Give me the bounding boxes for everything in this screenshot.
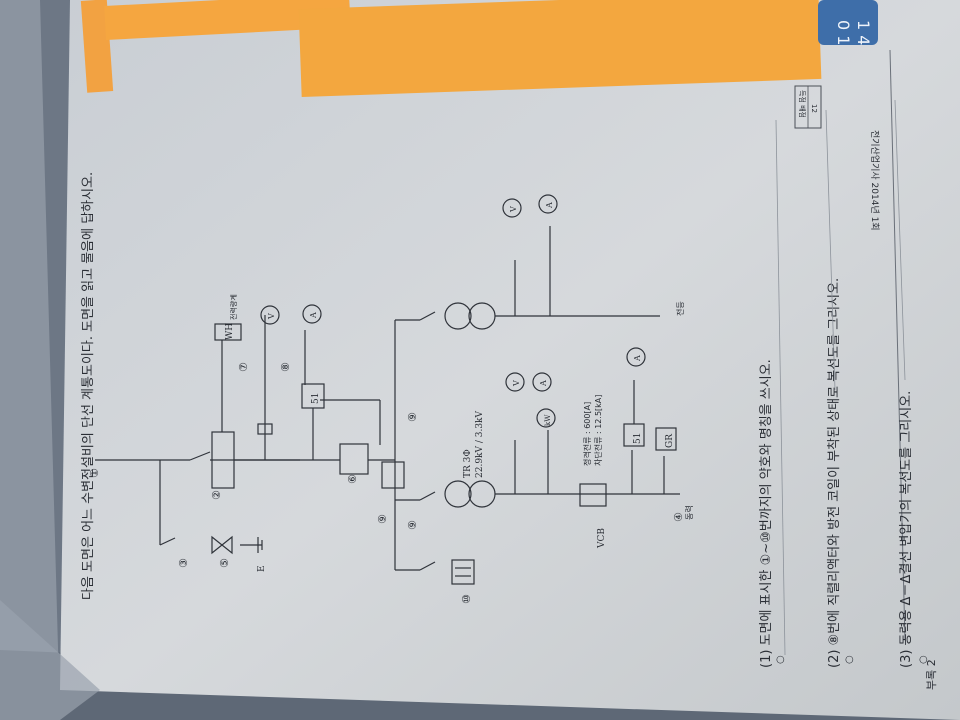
relay2-ammeter (626, 347, 646, 367)
power-tr-1 (444, 480, 472, 508)
la-symbol-2 (221, 535, 233, 555)
marker-2: ② (210, 490, 223, 500)
power-ammeter-label: A (539, 380, 548, 387)
question-intro: 다음 도면은 어느 수변전설비의 단선 계통도이다. 도면을 읽고 물음에 답하… (81, 172, 96, 600)
relay-51-label: 51 (311, 393, 321, 404)
relay2-51-label: 51 (633, 433, 643, 444)
book-edge-left (0, 0, 60, 720)
marker-9b: ⑨ (406, 520, 419, 530)
header-rule (889, 49, 906, 641)
paper-sheet (60, 0, 960, 720)
kw-meter (536, 408, 556, 428)
page-curl (0, 600, 100, 720)
light-voltmeter-label: V (509, 206, 518, 213)
question-3: (3) 동력용 Δ－Δ결선 변압기의 복선도를 그리시오. (899, 391, 914, 668)
voltmeter-label: V (267, 313, 276, 320)
power-switch (419, 491, 436, 501)
wh-box (214, 323, 242, 341)
ammeter-label: A (309, 312, 318, 319)
marker-1: ① (88, 468, 101, 478)
voltmeter-circle (260, 305, 280, 325)
marker-6: ⑥ (346, 474, 359, 484)
ground-e-label: E (257, 565, 267, 572)
score-value: 12 (810, 104, 818, 113)
load-power-label: 동력 (684, 505, 694, 520)
sticky-tab-2 (104, 0, 351, 40)
answer-mark-1: ○ (775, 655, 786, 664)
marker-4: ④ (672, 512, 685, 522)
chapter-tab-digits-1: 0 1 (834, 20, 853, 45)
question-2: (2) ⑧번에 직렬리액터와 방전 코일이 부착된 상태로 복선도를 그리시오. (827, 278, 842, 668)
sticky-tab-1 (80, 0, 114, 93)
wh-caption: 전력량계 (229, 294, 238, 320)
answer-line-3 (894, 99, 906, 381)
score-label: 득점 배점 (798, 90, 807, 118)
answer-line-2 (825, 109, 836, 391)
relay2-ammeter-label: A (633, 355, 642, 362)
chapter-tab (818, 0, 878, 45)
light-voltmeter (502, 198, 522, 218)
appendix-label: 부록 2 (925, 659, 938, 690)
marker-5: ⑤ (218, 558, 231, 568)
light-ammeter (538, 194, 558, 214)
cb-box-6 (339, 443, 369, 475)
capacitor-box (451, 559, 475, 585)
rated-current: 정격전류 : 600[A] (582, 402, 592, 466)
ammeter-circle (302, 304, 322, 324)
la-switch (159, 537, 176, 546)
power-voltmeter-label: V (512, 380, 521, 387)
la-symbol-1 (211, 535, 223, 555)
load-light-label: 전등 (675, 301, 685, 316)
breaking-current: 차단전류 : 12.5[kA] (593, 395, 603, 466)
cb-box-9 (381, 461, 405, 489)
pt-fuse (257, 423, 273, 435)
power-voltmeter (505, 372, 525, 392)
wh-label: WH (225, 323, 235, 340)
tr-label: TR 3Φ (463, 449, 473, 478)
gr-label: GR (665, 434, 675, 448)
answer-mark-2: ○ (844, 655, 855, 664)
diagram-labels: ① ② ③ ④ ⑤ ⑥ ⑦ ⑧ ⑨ ⑨ ⑩ ⑨ WH 전력량계 51 51 GR… (88, 202, 694, 604)
answer-line-1 (775, 119, 786, 656)
sticky-tab-3 (298, 0, 822, 98)
chapter-tab-digits-2: 1 4 (854, 20, 873, 45)
answer-mark-3: ○ (918, 655, 929, 664)
marker-9c: ⑨ (376, 514, 389, 524)
light-tr-1 (444, 302, 472, 330)
single-line-diagram (95, 194, 680, 585)
marker-3: ③ (177, 558, 190, 568)
marker-7: ⑦ (237, 362, 250, 372)
marker-9a: ⑨ (406, 412, 419, 422)
question-1: (1) 도면에 표시한 ①~⑩번까지의 약호와 명칭을 쓰시오. (759, 359, 774, 668)
power-ammeter (532, 372, 552, 392)
light-switch (419, 311, 436, 321)
light-ammeter-label: A (545, 202, 554, 209)
gr-box (655, 427, 677, 451)
cap-switch (419, 561, 436, 571)
marker-10: ⑩ (460, 594, 473, 604)
kw-label: kW (544, 414, 552, 426)
vcb-label: VCB (597, 528, 607, 549)
vcb-box (579, 483, 607, 507)
tr-voltage: 22.9kV / 3.3kV (475, 410, 485, 478)
exam-title: 전기산업기사 2014년 1회 (869, 130, 880, 231)
marker-8: ⑧ (279, 362, 292, 372)
disconnect-switch-1 (189, 451, 211, 461)
